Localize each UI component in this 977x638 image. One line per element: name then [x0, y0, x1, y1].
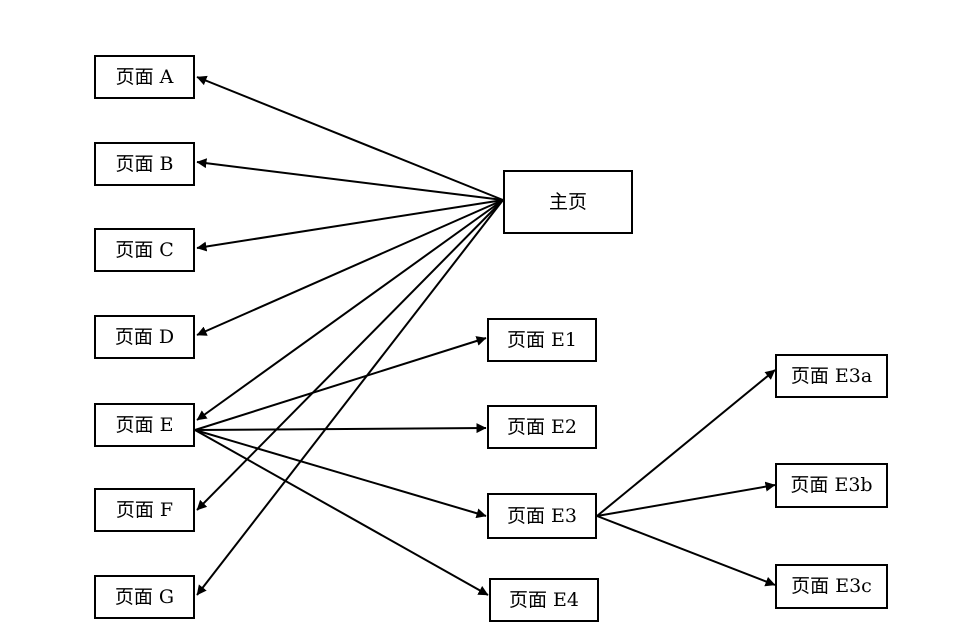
node-page-e4: 页面 E4: [489, 578, 599, 622]
node-page-c: 页面 C: [94, 228, 195, 272]
node-page-e3: 页面 E3: [487, 493, 597, 539]
arrow-e3-to-e3b: [596, 481, 776, 517]
node-page-e3a: 页面 E3a: [775, 354, 888, 398]
arrow-e-to-e3: [194, 429, 487, 519]
arrow-e3-to-e3a: [596, 369, 776, 517]
arrow-home-to-e: [196, 199, 504, 421]
node-page-e: 页面 E: [94, 403, 195, 447]
arrow-home-to-g: [196, 199, 504, 596]
node-page-e3b: 页面 E3b: [775, 463, 888, 508]
arrow-home-to-f: [196, 199, 504, 511]
arrow-home-to-a: [196, 75, 504, 201]
arrow-home-to-c: [196, 199, 504, 252]
arrow-e-to-e2: [194, 423, 487, 434]
arrow-home-to-d: [196, 199, 504, 336]
arrow-e-to-e4: [194, 429, 489, 596]
arrow-e-to-e1: [194, 336, 487, 431]
node-page-f: 页面 F: [94, 488, 195, 532]
node-page-a: 页面 A: [94, 55, 195, 99]
node-page-e3c: 页面 E3c: [775, 564, 888, 609]
node-page-g: 页面 G: [94, 575, 195, 619]
node-page-d: 页面 D: [94, 315, 195, 359]
node-home-page: 主页: [503, 170, 633, 234]
node-page-e1: 页面 E1: [487, 318, 597, 362]
arrow-home-to-b: [196, 158, 504, 201]
arrow-e3-to-e3c: [596, 515, 776, 587]
node-page-b: 页面 B: [94, 142, 195, 186]
node-page-e2: 页面 E2: [487, 405, 597, 449]
